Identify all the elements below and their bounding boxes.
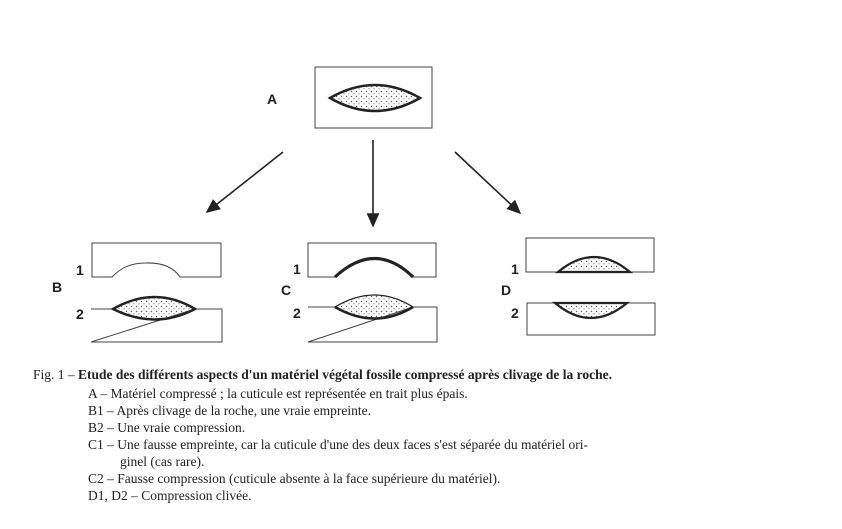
caption-item-b1: B1 – Après clivage de la roche, une vrai… <box>88 403 372 418</box>
caption-item-c1-cont: ginel (cas rare). <box>120 454 205 469</box>
figure-caption-title: Fig. 1 – Etude des différents aspects d'… <box>33 367 612 383</box>
label-b1: 1 <box>76 262 84 278</box>
caption-item-a: A – Matériel compressé ; la cuticule est… <box>88 386 468 401</box>
arrow-to-d <box>454 151 522 215</box>
fossil-diagram: A B 1 2 C 1 2 D 1 2 <box>52 66 656 343</box>
label-c1: 1 <box>293 261 301 277</box>
caption-title-text: Etude des différents aspects d'un matéri… <box>78 367 612 382</box>
caption-item-c1: C1 – Une fausse empreinte, car la cuticu… <box>88 437 589 452</box>
b2-lens <box>110 295 198 321</box>
label-c2: 2 <box>293 305 301 321</box>
caption-item-b2: B2 – Une vraie compression. <box>88 420 246 435</box>
b1-block <box>91 242 222 278</box>
caption-item-c2: C2 – Fausse compression (cuticule absent… <box>88 471 501 486</box>
label-d: D <box>501 282 511 298</box>
c2-block <box>307 306 438 343</box>
label-d2: 2 <box>511 305 519 321</box>
d1-lens <box>554 255 634 274</box>
figure-number: Fig. 1 – <box>33 367 75 382</box>
b2-block <box>90 308 223 343</box>
label-a: A <box>267 91 277 107</box>
label-d1: 1 <box>511 261 519 277</box>
caption-item-d: D1, D2 – Compression clivée. <box>88 488 252 503</box>
c1-cuticle <box>333 257 415 279</box>
label-b: B <box>52 279 62 295</box>
c2-lens <box>333 294 415 320</box>
box-a <box>314 66 433 129</box>
label-b2: 2 <box>76 306 84 322</box>
arrow-to-b <box>205 151 284 213</box>
label-c: C <box>281 282 291 298</box>
lens-a <box>327 83 423 113</box>
d2-lens <box>551 301 631 320</box>
